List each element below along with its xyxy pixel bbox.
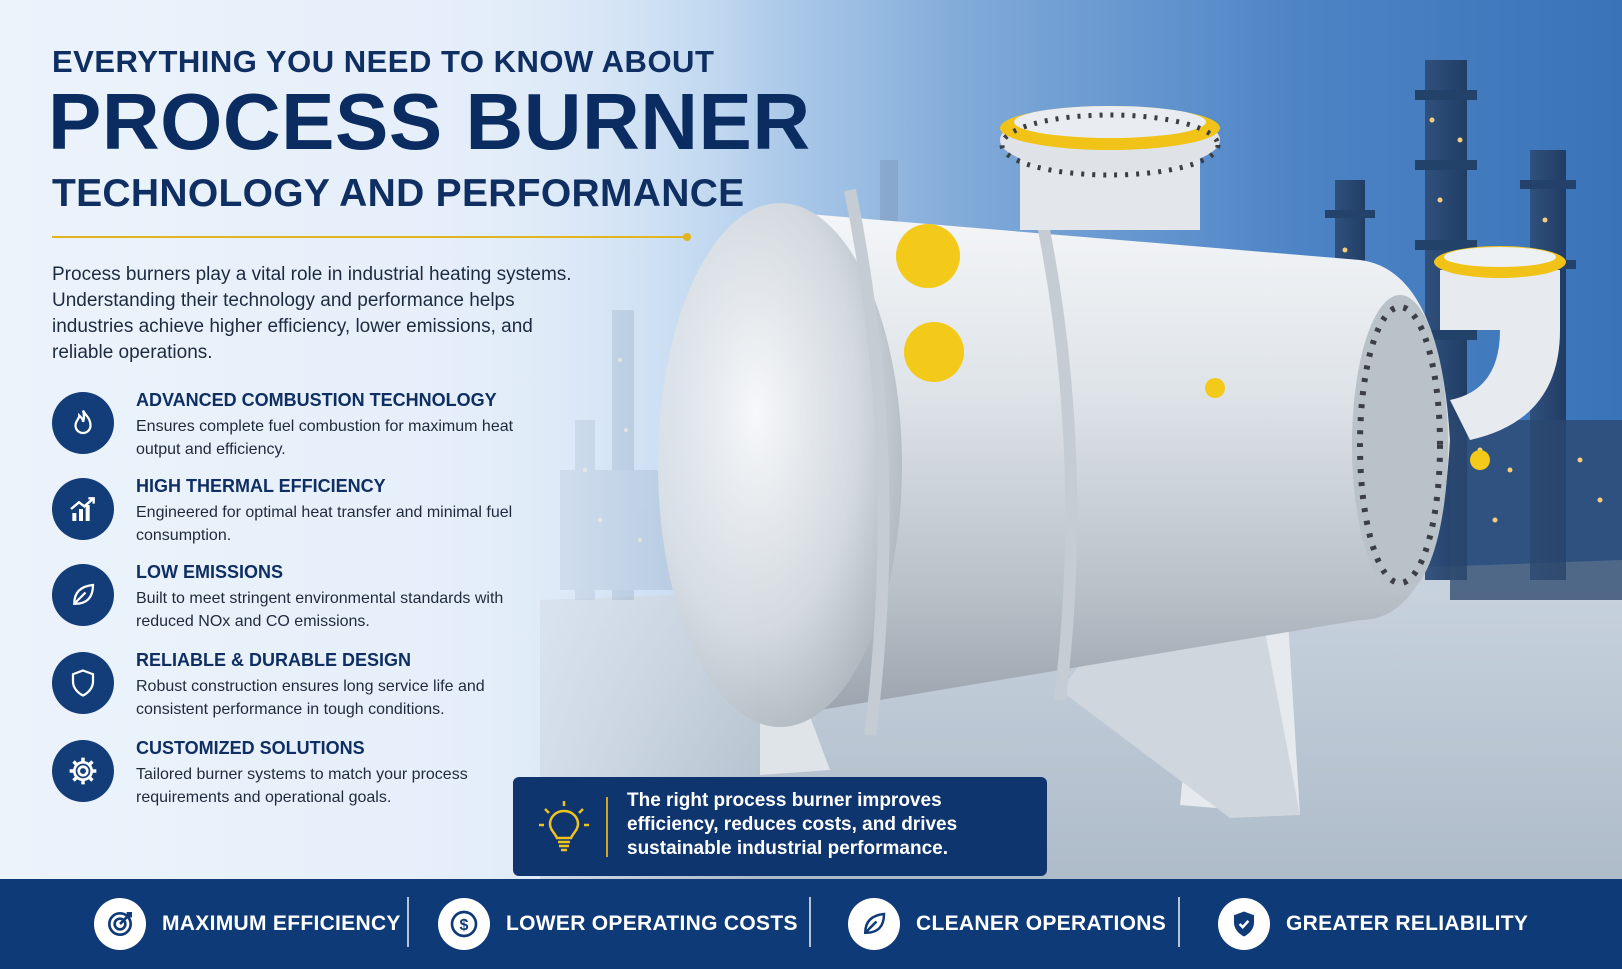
page-subtitle: TECHNOLOGY AND PERFORMANCE <box>52 172 745 215</box>
shield-icon <box>52 652 114 714</box>
benefit-label: CLEANER OPERATIONS <box>916 912 1167 935</box>
feature-title: RELIABLE & DURABLE DESIGN <box>136 650 412 670</box>
feature-description: Tailored burner systems to match your pr… <box>136 766 468 806</box>
feature-title: CUSTOMIZED SOLUTIONS <box>136 738 365 758</box>
svg-text:$: $ <box>460 917 469 934</box>
gear-icon <box>52 740 114 802</box>
target-icon <box>94 898 146 950</box>
benefit-item: $ LOWER OPERATING COSTS <box>438 879 798 969</box>
feature-description: Robust construction ensures long service… <box>136 678 485 718</box>
benefit-separator <box>407 897 409 947</box>
feature-description: Engineered for optimal heat transfer and… <box>136 504 513 544</box>
dollar-coin-icon: $ <box>438 898 490 950</box>
title-divider-dot <box>683 233 691 241</box>
feature-item: RELIABLE & DURABLE DESIGN Robust constru… <box>52 650 512 730</box>
benefit-label: MAXIMUM EFFICIENCY <box>162 912 401 935</box>
benefit-item: GREATER RELIABILITY <box>1218 879 1528 969</box>
benefits-bar: MAXIMUM EFFICIENCY $ LOWER OPERATING COS… <box>0 879 1622 969</box>
feature-title: LOW EMISSIONS <box>136 562 284 582</box>
headline-kicker: EVERYTHING YOU NEED TO KNOW ABOUT <box>52 44 715 79</box>
page-title: PROCESS BURNER <box>48 77 811 166</box>
feature-title: ADVANCED COMBUSTION TECHNOLOGY <box>136 390 497 410</box>
callout-text: The right process burner improves effici… <box>627 790 958 859</box>
feature-description: Ensures complete fuel combustion for max… <box>136 418 514 458</box>
feature-item: CUSTOMIZED SOLUTIONS Tailored burner sys… <box>52 738 512 818</box>
benefit-item: MAXIMUM EFFICIENCY <box>94 879 401 969</box>
leaf-icon <box>52 564 114 626</box>
feature-item: LOW EMISSIONS Built to meet stringent en… <box>52 562 512 642</box>
callout-box: The right process burner improves effici… <box>513 777 1047 876</box>
shield-check-icon <box>1218 898 1270 950</box>
callout-divider <box>606 797 608 857</box>
growth-chart-icon <box>52 478 114 540</box>
left-panel-fade <box>0 0 760 880</box>
benefit-label: LOWER OPERATING COSTS <box>506 912 798 935</box>
benefit-label: GREATER RELIABILITY <box>1286 912 1529 935</box>
feature-item: HIGH THERMAL EFFICIENCY Engineered for o… <box>52 476 512 556</box>
feature-title: HIGH THERMAL EFFICIENCY <box>136 476 386 496</box>
benefit-separator <box>809 897 811 947</box>
feature-item: ADVANCED COMBUSTION TECHNOLOGY Ensures c… <box>52 390 513 470</box>
lightbulb-icon <box>539 801 589 852</box>
feature-description: Built to meet stringent environmental st… <box>136 590 504 630</box>
title-divider <box>52 236 687 238</box>
benefit-separator <box>1178 897 1180 947</box>
flame-icon <box>52 392 114 454</box>
benefit-item: CLEANER OPERATIONS <box>848 879 1166 969</box>
intro-paragraph: Process burners play a vital role in ind… <box>52 264 572 363</box>
leaf-icon <box>848 898 900 950</box>
